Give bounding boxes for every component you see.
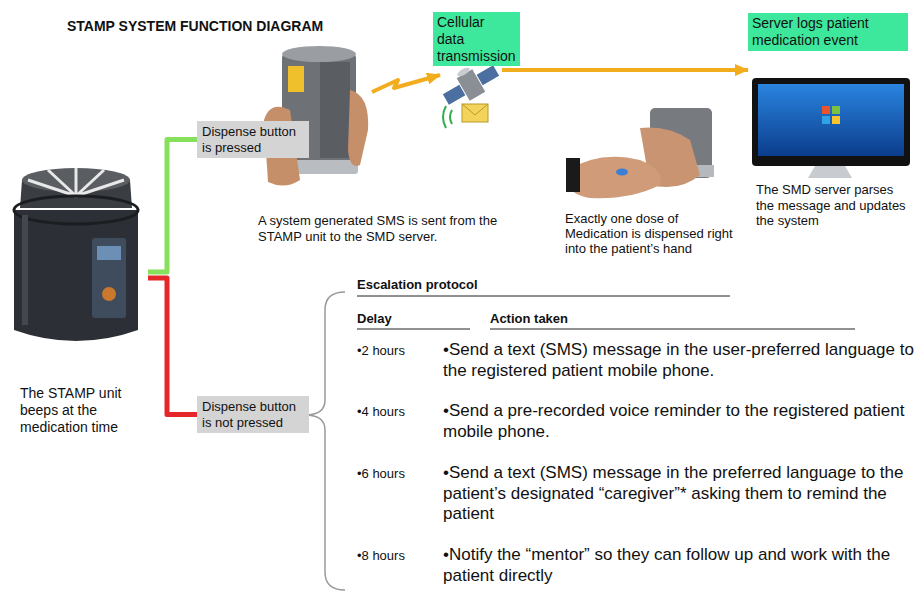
caption-slot: A system generated SMS is sent from the …: [258, 213, 498, 244]
caption-slot: The STAMP unit beeps at the medication t…: [20, 385, 148, 435]
satellite-illustration-part: [462, 104, 488, 115]
node-caption: The STAMP unit beeps at the medication t…: [20, 385, 148, 435]
handheld-unit-illustration: [264, 46, 368, 186]
table-rules-part: [357, 329, 470, 330]
dispense-photo-illustration-part: [616, 169, 628, 176]
satellite-illustration-part-part: [443, 85, 465, 105]
column-header: Action taken: [490, 311, 568, 327]
delay-cell: •2 hours: [357, 340, 443, 381]
column-header: Delay: [357, 311, 392, 327]
diagram-title: STAMP SYSTEM FUNCTION DIAGRAM: [67, 18, 323, 35]
monitor-illustration-part: [808, 166, 852, 178]
delay-cell: •8 hours: [357, 545, 443, 586]
illustrated-node: The STAMP unit beeps at the medication t…: [5, 165, 148, 345]
title-slot: STAMP SYSTEM FUNCTION DIAGRAM: [67, 18, 323, 35]
branch-line: [148, 278, 197, 415]
action-cell: •Notify the “mentor” so they can follow …: [443, 545, 915, 586]
caption-slot: The SMD server parses the message and up…: [756, 182, 911, 229]
action-cell: •Send a text (SMS) message in the prefer…: [443, 463, 915, 525]
handheld-unit-illustration-part: [288, 66, 304, 92]
monitor-illustration-part: [832, 116, 840, 124]
monitor-illustration: [752, 78, 910, 178]
state-box: Dispense button is not pressed: [197, 396, 309, 433]
satellite-illustration-part: [443, 106, 452, 128]
stamp-unit-illustration-part: [22, 215, 28, 325]
escalation-bracket-part: [305, 292, 345, 590]
stamp-unit-illustration-part: [14, 210, 138, 341]
action-cell: •Send a text (SMS) message in the user-p…: [443, 340, 915, 381]
satellite-illustration-part-part: [477, 65, 499, 85]
state-box: Dispense button is pressed: [197, 121, 309, 158]
green-label: Cellular data transmission: [433, 12, 520, 66]
data-arrow: [502, 68, 748, 72]
label-slot: Escalation protocol: [357, 277, 478, 293]
stamp-unit-illustration-part: [97, 246, 121, 260]
table-heading: Escalation protocol: [357, 277, 478, 293]
satellite-illustration-part: [462, 104, 488, 122]
escalation-bracket: [305, 292, 345, 590]
box-text: Dispense button is pressed: [202, 124, 304, 155]
label-slot: Delay: [357, 311, 392, 327]
label-slot: Exactly one dose of Medication is dispen…: [565, 212, 740, 257]
box-text: Dispense button is not pressed: [202, 399, 304, 430]
dispense-photo-illustration-part: [566, 158, 580, 192]
monitor-illustration-part: [822, 116, 830, 124]
stamp-unit-illustration: [14, 168, 138, 341]
node-caption: The SMD server parses the message and up…: [756, 182, 911, 229]
data-arrow: [372, 75, 440, 92]
handheld-unit-illustration-part: [320, 62, 350, 158]
delay-cell: •4 hours: [357, 401, 443, 442]
illustrated-node: A system generated SMS is sent from the …: [262, 40, 372, 190]
caption-slot: Server logs patient medication event: [748, 13, 908, 51]
node-caption: A system generated SMS is sent from the …: [258, 213, 498, 244]
illustrated-node: Cellular data transmission: [440, 52, 502, 132]
label-slot: Action taken: [490, 311, 568, 327]
photo-caption: Exactly one dose of Medication is dispen…: [565, 212, 740, 257]
illustrated-node: Server logs patient medication eventThe …: [748, 60, 913, 178]
table-rules-part: [490, 329, 855, 330]
branch-line: [148, 140, 197, 272]
monitor-illustration-part: [832, 106, 840, 114]
stamp-unit-illustration-part: [14, 196, 138, 224]
caption-slot: Cellular data transmission: [433, 12, 520, 66]
table-rules-part: [357, 296, 730, 297]
escalation-table: •2 hours•Send a text (SMS) message in th…: [357, 340, 915, 587]
stamp-unit-illustration-part: [102, 287, 116, 301]
dispense-photo-illustration: [566, 108, 714, 198]
table-rules: [357, 296, 855, 329]
green-label: Server logs patient medication event: [748, 13, 908, 51]
stamp-unit-illustration-part: [92, 238, 126, 318]
dispense-photo-illustration-part: [568, 157, 661, 199]
monitor-illustration-part: [752, 78, 910, 166]
handheld-unit-illustration-part: [348, 90, 368, 166]
monitor-illustration-part: [822, 106, 830, 114]
action-cell: •Send a pre-recorded voice reminder to t…: [443, 401, 915, 442]
handheld-unit-illustration-part: [282, 46, 356, 62]
delay-cell: •6 hours: [357, 463, 443, 525]
satellite-illustration-part-part: [456, 66, 471, 78]
monitor-illustration-part: [758, 84, 904, 156]
stamp-unit-illustration-part: [28, 168, 124, 196]
